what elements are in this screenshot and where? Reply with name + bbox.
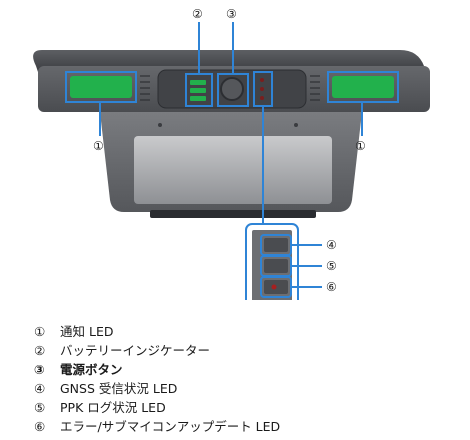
legend-item: ① 通知 LED [34,322,454,341]
gnss-led [264,238,288,252]
legend-number: ③ [34,362,45,377]
notification-led-right [332,76,394,98]
legend-label: GNSS 受信状況 LED [60,381,178,396]
callout-error-number: ⑥ [326,280,337,294]
callout-led-right-number: ① [355,139,366,153]
callout-gnss-number: ④ [326,238,337,252]
screw-left [158,123,162,127]
legend-item: ⑤ PPK ログ状況 LED [34,398,454,417]
legend-label: 電源ボタン [60,362,123,377]
callout-ppk-number: ⑤ [326,259,337,273]
vent-right [310,75,320,101]
legend-item: ② バッテリーインジケーター [34,341,454,360]
ppk-led [264,259,288,273]
legend-number: ① [34,324,46,339]
power-button [220,77,244,101]
device-diagram: ② ③ ① ① ④ ⑤ ⑥ [33,7,430,300]
legend-number: ④ [34,381,46,396]
callout-power-number: ③ [226,7,237,21]
zoom-panel-callout [245,223,299,300]
legend-item: ③ 電源ボタン [34,360,454,379]
device-front-panel [134,136,332,204]
screw-right [294,123,298,127]
status-led-strip [260,78,264,100]
callout-battery-number: ② [192,7,203,21]
legend-item: ④ GNSS 受信状況 LED [34,379,454,398]
legend-label: 通知 LED [60,324,114,339]
legend-label: エラー/サブマイコンアップデート LED [60,419,281,434]
legend-number: ② [34,343,46,358]
vent-left [140,75,150,101]
notification-led-left [70,76,132,98]
device-base [150,210,316,218]
error-led-dot [271,284,277,290]
legend-number: ⑤ [34,400,46,415]
callout-led-left-number: ① [93,139,104,153]
battery-indicator [190,80,206,101]
legend-label: PPK ログ状況 LED [60,400,166,415]
legend-label: バッテリーインジケーター [60,343,211,358]
legend: ① 通知 LED ② バッテリーインジケーター ③ 電源ボタン ④ GNSS 受信状況 … [34,322,454,436]
legend-item: ⑥ エラー/サブマイコンアップデート LED [34,417,454,436]
legend-number: ⑥ [34,419,46,434]
